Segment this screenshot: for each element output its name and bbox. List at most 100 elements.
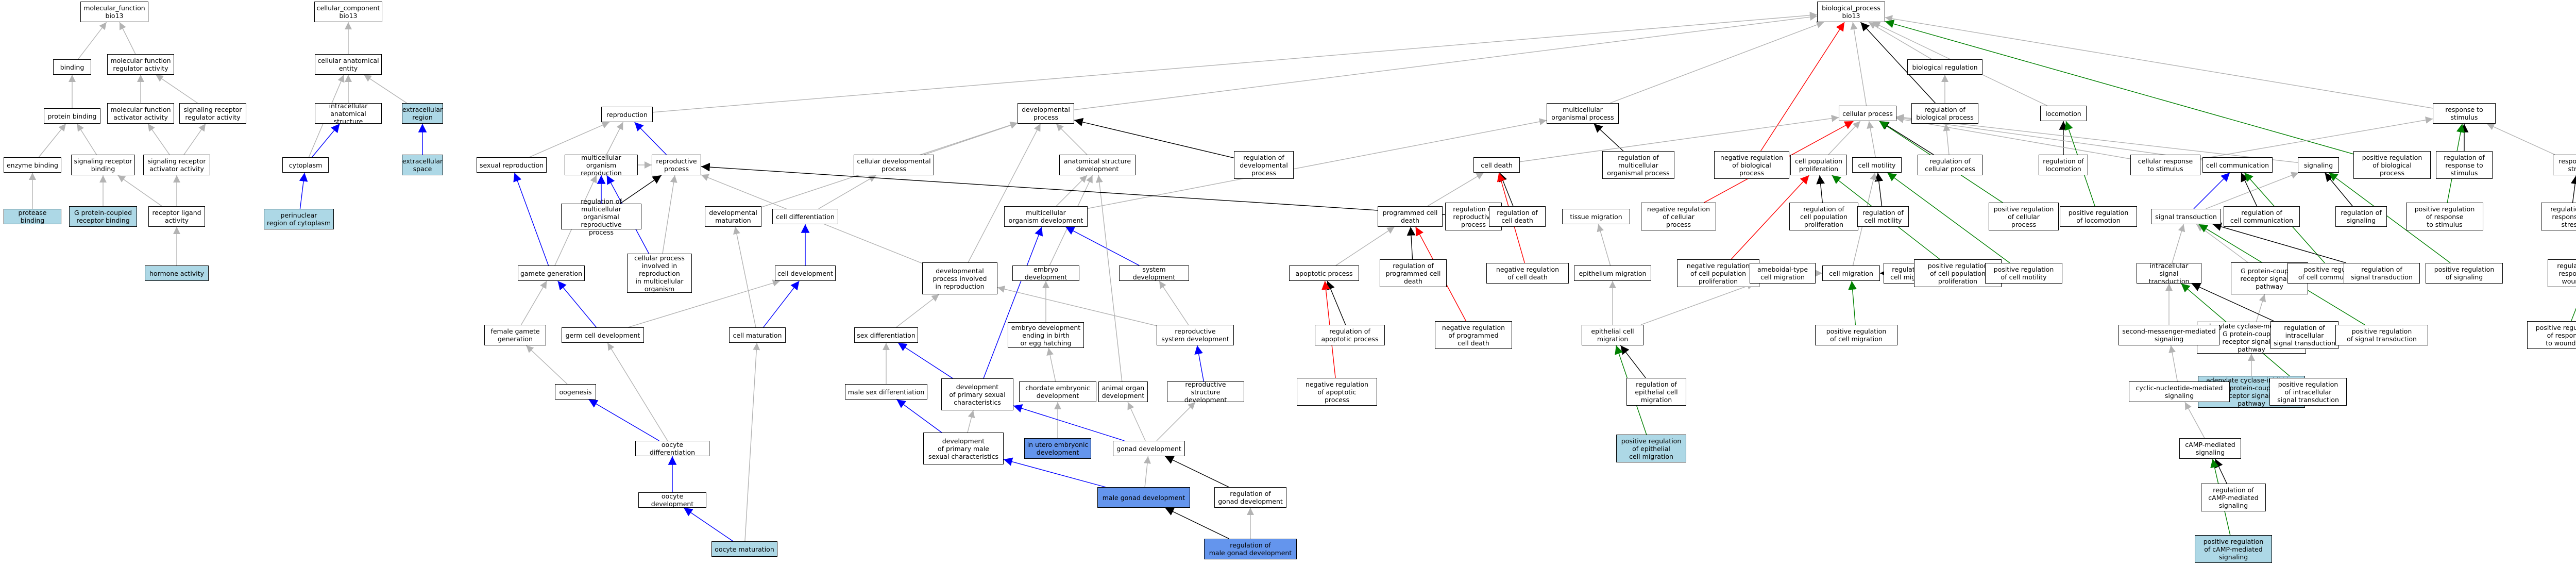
go-term-cell-process-repro[interactable]: cellular process involved in reproductio… — [627, 254, 692, 293]
go-term-reg-resp-wounding[interactable]: regulation of response to wounding — [2548, 259, 2576, 287]
go-term-cell-resp-stim[interactable]: cellular response to stimulus — [2130, 155, 2200, 175]
go-term-cell-diff[interactable]: cell differentiation — [772, 209, 838, 224]
go-term-binding[interactable]: binding — [53, 59, 91, 75]
go-term-gpcr-binding[interactable]: G protein-coupled receptor binding — [69, 206, 137, 227]
go-term-anat-struct-dev[interactable]: anatomical structure development — [1059, 155, 1136, 175]
go-term-neg-reg-cell-process[interactable]: negative regulation of cellular process — [1641, 203, 1716, 230]
go-term-protein-binding[interactable]: protein binding — [44, 108, 100, 124]
go-term-male-sex-diff[interactable]: male sex differentiation — [845, 384, 927, 400]
go-term-reg-epithelial-mig[interactable]: regulation of epithelial cell migration — [1626, 378, 1686, 406]
go-term-cc-root[interactable]: cellular_component bio13 — [314, 2, 382, 22]
go-term-in-utero[interactable]: in utero embryonic development — [1024, 438, 1091, 459]
go-term-cell-death[interactable]: cell death — [1473, 157, 1520, 173]
go-term-oocyte-mat[interactable]: oocyte maturation — [711, 541, 777, 557]
go-term-signal-transduction[interactable]: signal transduction — [2151, 209, 2221, 224]
go-term-reg-locomotion[interactable]: regulation of locomotion — [2039, 155, 2088, 175]
go-term-cytoplasm[interactable]: cytoplasm — [282, 157, 329, 173]
go-term-chordate-embryonic[interactable]: chordate embryonic development — [1019, 381, 1096, 402]
go-term-dev-in-repro[interactable]: developmental process involved in reprod… — [922, 262, 997, 294]
go-term-mf-activator[interactable]: molecular function activator activity — [107, 103, 174, 124]
go-term-extracellular-space[interactable]: extracellular space — [402, 155, 443, 175]
go-term-reg-resp-stim[interactable]: regulation of response to stimulus — [2436, 151, 2493, 179]
go-term-reg-cell-process[interactable]: regulation of cellular process — [1918, 155, 1982, 175]
go-term-reg-signal-trans[interactable]: regulation of signal transduction — [2344, 263, 2420, 284]
go-term-embryo-dev-birth[interactable]: embryo development ending in birth or eg… — [1008, 322, 1084, 348]
go-term-dev-maturation[interactable]: developmental maturation — [705, 206, 761, 227]
go-term-cell-migration[interactable]: cell migration — [1822, 265, 1880, 281]
go-term-reproduction[interactable]: reproduction — [601, 107, 653, 122]
go-term-reg-prog-cell-death[interactable]: regulation of programmed cell death — [1380, 259, 1447, 287]
go-term-sexual-reproduction[interactable]: sexual reproduction — [477, 157, 547, 173]
go-term-receptor-ligand[interactable]: receptor ligand activity — [148, 206, 205, 227]
go-term-hormone-activity[interactable]: hormone activity — [145, 265, 209, 281]
go-term-protease-binding[interactable]: protease binding — [4, 209, 61, 224]
go-term-epithelium-migration[interactable]: epithelium migration — [1574, 265, 1651, 281]
go-term-cell-motility[interactable]: cell motility — [1852, 157, 1902, 173]
go-term-cyclic-nucleotide[interactable]: cyclic-nucleotide-mediated signaling — [2129, 381, 2230, 402]
go-term-pos-reg-migration[interactable]: positive regulation of cell migration — [1815, 325, 1897, 345]
go-term-pos-reg-resp-wound[interactable]: positive regulation of response to wound… — [2527, 321, 2576, 349]
go-term-animal-organ-dev[interactable]: animal organ development — [1098, 381, 1148, 402]
go-term-reg-gonad-dev[interactable]: regulation of gonad development — [1214, 487, 1286, 508]
go-term-cell-comm[interactable]: cell communication — [2202, 157, 2273, 173]
go-term-reg-bio-process[interactable]: regulation of biological process — [1911, 103, 1978, 124]
go-term-reproductive-process[interactable]: reproductive process — [652, 155, 701, 175]
go-term-system-dev[interactable]: system development — [1119, 265, 1189, 281]
go-term-pos-reg-resp-stim[interactable]: positive regulation of response to stimu… — [2406, 203, 2483, 230]
go-term-sig-rec-act-act[interactable]: signaling receptor activator activity — [143, 155, 210, 175]
go-term-mc-org-dev[interactable]: multicellular organism development — [1004, 206, 1088, 227]
go-term-reg-resp-stress[interactable]: regulation of response to stress — [2541, 203, 2576, 230]
go-term-cae[interactable]: cellular anatomical entity — [315, 54, 382, 75]
go-term-ameboidal-migration[interactable]: ameboidal-type cell migration — [1750, 263, 1816, 284]
go-term-reg-mc-org-process[interactable]: regulation of multicellular organismal p… — [1602, 151, 1674, 179]
go-term-repro-struct-dev[interactable]: reproductive structure development — [1167, 380, 1244, 404]
go-term-perinuclear[interactable]: perinuclear region of cytoplasm — [264, 209, 334, 229]
go-term-reg-male-gonad-dev[interactable]: regulation of male gonad development — [1204, 539, 1297, 559]
go-term-response-stress[interactable]: response to stress — [2553, 155, 2576, 175]
go-term-cell-dev-process[interactable]: cellular developmental process — [854, 155, 934, 175]
go-term-cellular-process[interactable]: cellular process — [1839, 106, 1896, 121]
go-term-mc-org-repro[interactable]: multicellular organism reproduction — [565, 154, 638, 177]
go-term-gonad-dev[interactable]: gonad development — [1113, 441, 1185, 456]
go-term-signaling[interactable]: signaling — [2298, 157, 2339, 173]
go-term-reg-cell-comm[interactable]: regulation of cell communication — [2224, 206, 2300, 227]
go-term-repro-system-dev[interactable]: reproductive system development — [1157, 325, 1234, 345]
go-term-pos-reg-intracellular[interactable]: positive regulation of intracellular sig… — [2269, 378, 2347, 406]
go-term-reg-intracellular[interactable]: regulation of intracellular signal trans… — [2270, 321, 2338, 349]
go-term-reg-apoptotic[interactable]: regulation of apoptotic process — [1315, 325, 1385, 345]
go-term-neg-reg-prolif[interactable]: negative regulation of cell population p… — [1677, 259, 1759, 287]
go-term-male-gonad-dev[interactable]: male gonad development — [1097, 487, 1190, 508]
go-term-camp-signaling[interactable]: cAMP-mediated signaling — [2179, 438, 2241, 459]
go-term-intracellular[interactable]: intracellular anatomical structure — [315, 102, 382, 125]
go-term-intracellular-signal[interactable]: intracellular signal transduction — [2137, 262, 2201, 285]
go-term-sig-rec-binding[interactable]: signaling receptor binding — [71, 155, 135, 175]
go-term-pos-reg-epithelial-mig[interactable]: positive regulation of epithelial cell m… — [1616, 435, 1686, 462]
go-term-epithelial-migration[interactable]: epithelial cell migration — [1582, 325, 1643, 345]
go-term-oocyte-diff[interactable]: oocyte differentiation — [635, 441, 709, 456]
go-term-sig-reg-act[interactable]: signaling receptor regulator activity — [179, 103, 246, 124]
go-term-biological-regulation[interactable]: biological regulation — [1907, 59, 1982, 75]
go-term-pos-reg-camp[interactable]: positive regulation of cAMP-mediated sig… — [2195, 535, 2272, 563]
go-term-cell-maturation[interactable]: cell maturation — [729, 327, 786, 343]
go-term-reg-signaling[interactable]: regulation of signaling — [2335, 206, 2387, 227]
go-term-neg-reg-apoptotic[interactable]: negative regulation of apoptotic process — [1297, 378, 1377, 406]
go-term-neg-reg-bio[interactable]: negative regulation of biological proces… — [1714, 151, 1789, 179]
go-term-response-stimulus[interactable]: response to stimulus — [2433, 103, 2496, 124]
go-term-dev-process[interactable]: developmental process — [1018, 103, 1074, 124]
go-term-sex-diff[interactable]: sex differentiation — [854, 327, 918, 343]
go-term-reg-mc-repro[interactable]: regulation of multicellular organismal r… — [561, 197, 641, 236]
go-term-mf-root[interactable]: molecular_function bio13 — [80, 2, 148, 22]
go-term-mf-regulator[interactable]: molecular function regulator activity — [107, 54, 174, 75]
go-term-second-messenger[interactable]: second-messenger-mediated signaling — [2119, 325, 2219, 345]
go-term-pos-reg-signal-trans[interactable]: positive regulation of signal transducti… — [2335, 325, 2428, 345]
go-term-prog-cell-death[interactable]: programmed cell death — [1378, 206, 1443, 227]
go-term-apoptotic-process[interactable]: apoptotic process — [1289, 265, 1359, 281]
go-term-female-gamete[interactable]: female gamete generation — [484, 325, 546, 345]
go-term-pos-reg-locomotion[interactable]: positive regulation of locomotion — [2060, 206, 2137, 227]
go-term-embryo-dev[interactable]: embryo development — [1012, 265, 1079, 281]
go-term-enzyme-binding[interactable]: enzyme binding — [4, 157, 61, 173]
go-term-mc-org-process[interactable]: multicellular organismal process — [1547, 103, 1619, 124]
go-term-germ-cell-dev[interactable]: germ cell development — [562, 327, 644, 343]
go-term-dev-primary-male[interactable]: development of primary male sexual chara… — [923, 433, 1004, 464]
go-term-locomotion[interactable]: locomotion — [2040, 106, 2087, 121]
